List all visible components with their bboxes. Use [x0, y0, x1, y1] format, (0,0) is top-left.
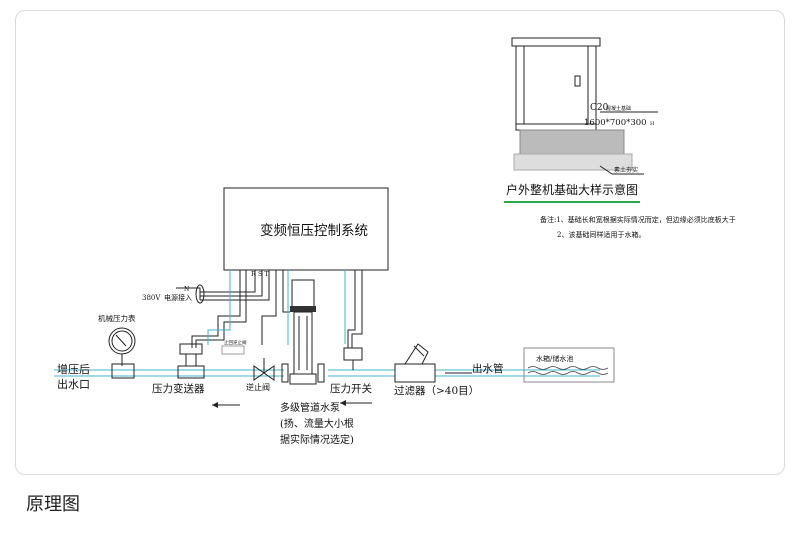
check-valve-small-label: 止回逆止阀 — [224, 339, 247, 346]
diagram-frame — [15, 10, 785, 475]
check-valve — [221, 345, 275, 381]
power-supply-label: 电源接入 — [164, 293, 192, 302]
gauge-label: 机械压力表 — [98, 313, 136, 323]
filter-label: 过滤器（>40目） — [394, 384, 479, 397]
outlet-label-2: 出水口 — [57, 377, 90, 391]
pressure-switch-label: 压力开关 — [330, 382, 372, 395]
signal-wiring-cyan — [207, 270, 346, 345]
pump-label-2: (扬、流量大小根 — [280, 417, 354, 430]
control-wiring — [176, 270, 363, 348]
outdoor-cabinet-drawing — [511, 37, 601, 131]
tank-label: 水箱/储水池 — [536, 354, 573, 363]
mechanical-pressure-gauge — [108, 327, 136, 379]
soil-leader-tick — [599, 165, 613, 175]
pressure-transmitter — [177, 343, 205, 379]
power-voltage-label: 380V — [142, 294, 161, 302]
concrete-note-label: 混凝土基础 — [606, 105, 631, 112]
diagram-caption: 原理图 — [26, 494, 80, 515]
pressure-switch — [343, 347, 363, 370]
foundation-title: 户外整机基础大样示意图 — [506, 182, 638, 197]
foundation-note-1: 备注:1、基础长和宽根据实际情况而定，但边缘必须比底板大于 — [540, 215, 736, 224]
transmitter-label: 压力变送器 — [152, 382, 205, 395]
control-box-label: 变频恒压控制系统 — [260, 223, 368, 239]
concrete-base — [519, 129, 625, 155]
concrete-grade-label: C20 — [590, 103, 609, 113]
water-tank — [523, 347, 615, 383]
soil-label: 素土夯实 — [614, 166, 638, 174]
phase-labels: R S T — [251, 270, 269, 278]
check-valve-label: 逆止阀 — [246, 382, 270, 392]
foundation-note-2: 2、该基础同样适用于水箱。 — [557, 230, 645, 239]
main-pipe — [54, 369, 600, 377]
compacted-soil — [513, 153, 633, 171]
power-phase-label: N — [184, 286, 189, 293]
pump-label-3: 据实际情况选定) — [280, 433, 354, 446]
multistage-pump — [281, 279, 325, 385]
base-size-label: 1600*700*300 — [584, 118, 647, 128]
flow-arrow-left — [212, 402, 240, 408]
y-strainer-filter — [394, 343, 436, 383]
inlet-pipe-label: 出水管 — [472, 362, 504, 375]
control-box — [223, 187, 389, 271]
pump-label-1: 多级管道水泵 — [280, 401, 340, 414]
outlet-label-1: 增压后 — [57, 362, 90, 376]
flow-arrow-left-2 — [340, 400, 372, 406]
base-size-unit: H — [650, 121, 655, 127]
